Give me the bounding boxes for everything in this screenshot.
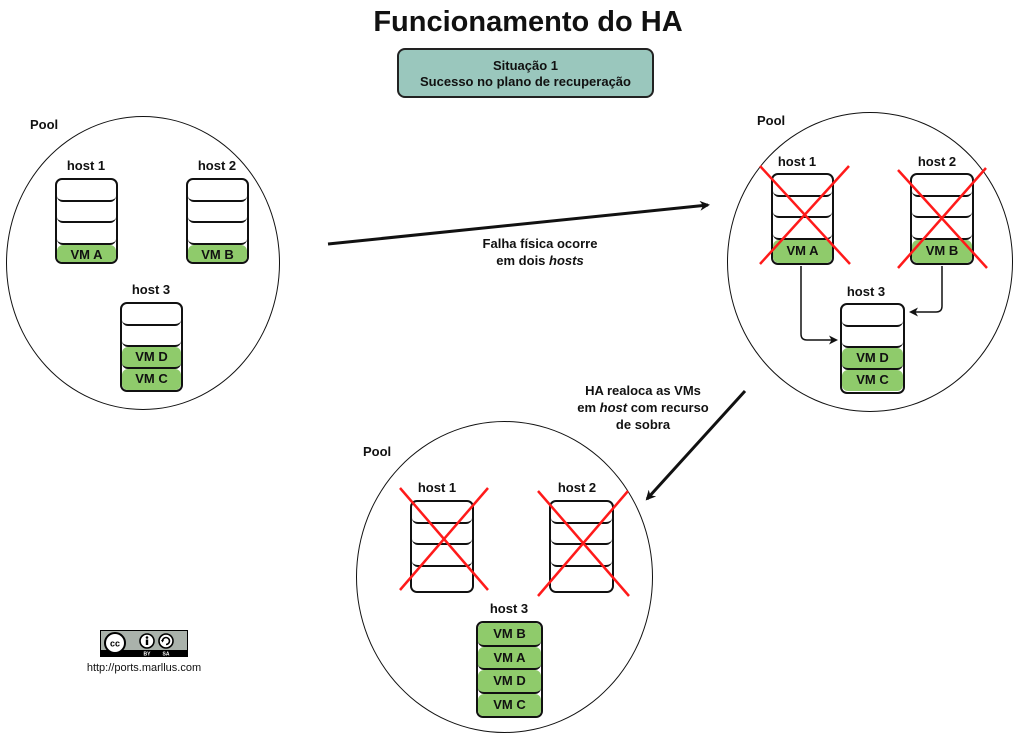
pool-failure [727, 112, 1013, 412]
pool-label: Pool [757, 113, 786, 128]
host-1-stack-failed [410, 500, 474, 593]
host-label: host 3 [489, 601, 529, 616]
situation-description: Sucesso no plano de recuperação [420, 74, 631, 89]
host-label: host 3 [131, 282, 171, 297]
vm-slot: VM C [122, 368, 181, 390]
recovery-caption: HA realoca as VMs em host com recurso de… [573, 382, 713, 433]
caption-line: em dois hosts [470, 252, 610, 269]
caption-italic: hosts [549, 253, 584, 268]
empty-slot [773, 175, 832, 197]
caption-line: HA realoca as VMs [585, 383, 701, 398]
empty-slot [912, 175, 972, 197]
cc-badge-graphic: cc BY SA [101, 632, 187, 658]
vm-slot: VM C [842, 369, 903, 391]
empty-slot [57, 201, 116, 223]
empty-slot [412, 566, 472, 591]
empty-slot [912, 218, 972, 240]
host-label: host 1 [66, 158, 106, 173]
empty-slot [842, 326, 903, 348]
sa-text: SA [163, 652, 170, 657]
pool-before-failure [6, 116, 280, 410]
host-3-stack: VM D VM C [840, 303, 905, 394]
caption-line: em host com recurso [573, 399, 713, 416]
empty-slot [57, 223, 116, 245]
caption-line: de sobra [615, 417, 671, 432]
situation-number: Situação 1 [492, 58, 559, 73]
diagram-title: Funcionamento do HA [373, 6, 683, 38]
vm-slot: VM A [57, 244, 116, 262]
host-label: host 1 [777, 154, 817, 169]
host-2-stack-failed: VM B [910, 173, 974, 265]
host-2-stack: VM B [186, 178, 249, 264]
empty-slot [773, 218, 832, 240]
vm-slot: VM D [478, 670, 541, 694]
license-url[interactable]: http://ports.marllus.com [86, 662, 202, 674]
host-label: host 1 [417, 480, 457, 495]
caption-text: com recurso [627, 400, 709, 415]
empty-slot [842, 305, 903, 327]
vm-slot: VM B [478, 623, 541, 647]
empty-slot [773, 196, 832, 218]
empty-slot [412, 523, 472, 545]
vm-slot: VM A [773, 239, 832, 263]
empty-slot [188, 180, 247, 202]
empty-slot [412, 545, 472, 567]
vm-slot: VM B [912, 239, 972, 263]
situation-box: Situação 1 Sucesso no plano de recuperaç… [397, 48, 654, 98]
pool-label: Pool [363, 444, 392, 459]
empty-slot [551, 502, 612, 524]
caption-line: Falha física ocorre [482, 236, 598, 251]
cc-text: cc [110, 639, 120, 649]
host-label: host 2 [917, 154, 957, 169]
empty-slot [122, 304, 181, 326]
host-3-stack: VM B VM A VM D VM C [476, 621, 543, 718]
empty-slot [122, 325, 181, 347]
host-label: host 3 [846, 284, 886, 299]
host-1-stack: VM A [55, 178, 118, 264]
by-text: BY [144, 652, 152, 657]
empty-slot [188, 201, 247, 223]
host-3-stack: VM D VM C [120, 302, 183, 392]
host-label: host 2 [197, 158, 237, 173]
vm-slot: VM B [188, 244, 247, 262]
failure-caption: Falha física ocorre em dois hosts [470, 235, 610, 269]
host-1-stack-failed: VM A [771, 173, 834, 265]
cc-by-sa-icon: cc BY SA [100, 630, 188, 658]
empty-slot [551, 545, 612, 567]
empty-slot [188, 223, 247, 245]
pool-label: Pool [30, 117, 59, 132]
empty-slot [412, 502, 472, 524]
caption-italic: host [599, 400, 628, 415]
vm-slot: VM C [478, 693, 541, 716]
host-2-stack-failed [549, 500, 614, 593]
caption-text: em [577, 400, 600, 415]
empty-slot [57, 180, 116, 202]
vm-slot: VM D [842, 348, 903, 370]
pool-after-recovery [356, 421, 653, 733]
vm-slot: VM A [478, 646, 541, 670]
empty-slot [551, 523, 612, 545]
host-label: host 2 [557, 480, 597, 495]
empty-slot [912, 196, 972, 218]
vm-slot: VM D [122, 347, 181, 369]
empty-slot [551, 566, 612, 591]
caption-text: em dois [496, 253, 550, 268]
